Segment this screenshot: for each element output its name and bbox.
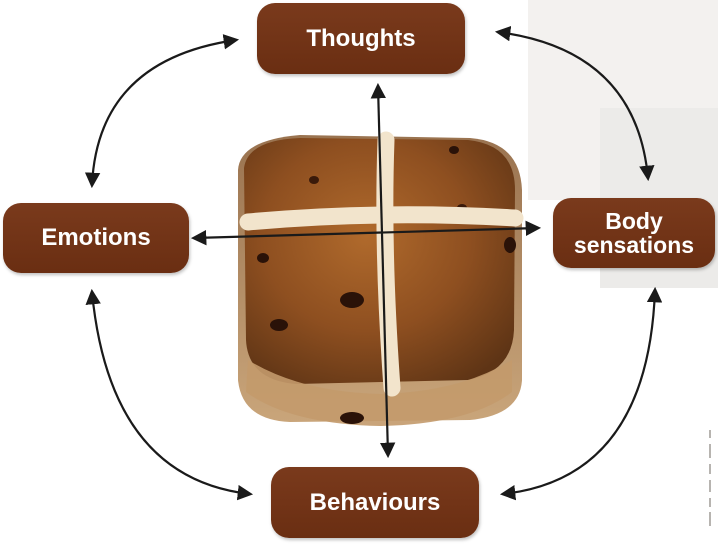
arrow-thoughts-emotions bbox=[84, 34, 240, 189]
node-emotions: Emotions bbox=[3, 203, 189, 273]
arrow-emotions-body bbox=[190, 220, 542, 246]
node-behaviours: Behaviours bbox=[271, 467, 479, 538]
arrow-thoughts-body bbox=[494, 25, 655, 182]
arrow-thoughts-behaviours bbox=[370, 82, 396, 459]
arrow-emotions-behaviours bbox=[85, 288, 254, 501]
node-body-sensations-label: Body sensations bbox=[573, 207, 695, 258]
node-thoughts: Thoughts bbox=[257, 3, 465, 74]
side-credit-mark bbox=[709, 430, 711, 526]
node-body-sensations: Body sensations bbox=[553, 198, 715, 268]
arrow-body-behaviours bbox=[499, 286, 663, 501]
node-thoughts-label: Thoughts bbox=[306, 24, 416, 52]
node-emotions-label: Emotions bbox=[41, 224, 151, 252]
node-behaviours-label: Behaviours bbox=[309, 488, 441, 516]
